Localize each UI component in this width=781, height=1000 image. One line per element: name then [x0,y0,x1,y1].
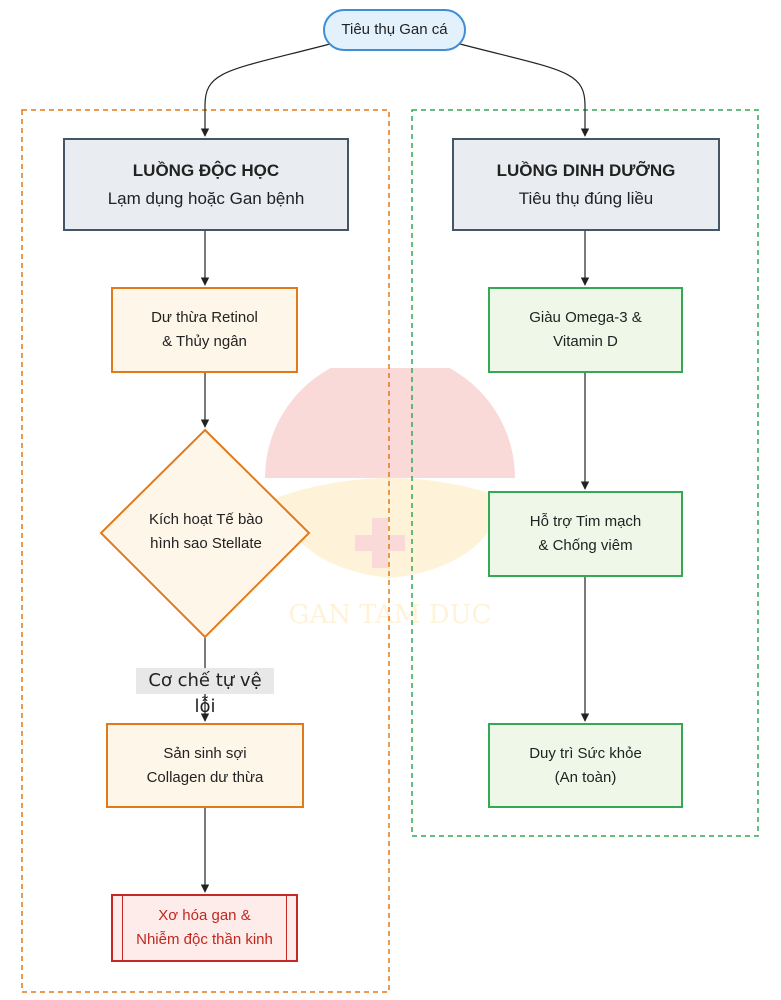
start-node: Tiêu thụ Gan cá [323,9,466,51]
nutrition-step3-line2: (An toàn) [554,768,617,786]
outcome-right-bar [286,896,287,960]
nutrition-step1-line2: Vitamin D [553,333,618,350]
decision-line2: hình sao Stellate [150,535,262,552]
decision-diamond [99,428,311,639]
edge-label-defense: Cơ chế tự vệ lỗi [136,668,274,717]
toxic-header-title: LUỒNG ĐỘC HỌC [132,160,280,180]
edge-start-nutrition [459,43,590,137]
nutrition-step2-line1: Hỗ trợ Tim mạch [529,513,642,530]
nutrition-header-node: LUỒNG DINH DƯỠNG Tiêu thụ đúng liều [452,138,720,231]
toxic-step2-node: Sản sinh sợi Collagen dư thừa [106,723,304,808]
nutrition-header-subtitle: Tiêu thụ đúng liều [518,188,654,208]
nutrition-header-title: LUỒNG DINH DƯỠNG [496,160,676,180]
nutrition-step2-node: Hỗ trợ Tim mạch & Chống viêm [488,491,683,577]
toxic-outcome-line2: Nhiễm độc thần kinh [136,931,273,948]
toxic-step2-line1: Sản sinh sợi [163,744,247,762]
nutrition-step2-line2: & Chống viêm [538,537,633,554]
toxic-step1-line1: Dư thừa Retinol [151,309,258,326]
nutrition-step1-node: Giàu Omega-3 & Vitamin D [488,287,683,373]
toxic-header-subtitle: Lạm dụng hoặc Gan bệnh [107,188,305,208]
decision-line1: Kích hoạt Tế bào [149,511,263,528]
toxic-header-node: LUỒNG ĐỘC HỌC Lạm dụng hoặc Gan bệnh [63,138,349,231]
toxic-outcome-line1: Xơ hóa gan & [158,907,251,924]
nutrition-step1-line1: Giàu Omega-3 & [529,309,642,326]
toxic-step1-node: Dư thừa Retinol & Thủy ngân [111,287,298,373]
nutrition-step3-node: Duy trì Sức khỏe (An toàn) [488,723,683,808]
toxic-step2-line2: Collagen dư thừa [146,768,264,786]
start-node-label: Tiêu thụ Gan cá [341,21,448,38]
toxic-step1-line2: & Thủy ngân [162,333,247,350]
toxic-outcome-node: Xơ hóa gan & Nhiễm độc thần kinh [111,894,298,962]
decision-node-label: Kích hoạt Tế bào hình sao Stellate [116,500,296,564]
outcome-left-bar [122,896,123,960]
nutrition-step3-line1: Duy trì Sức khỏe [529,744,642,762]
edge-start-toxic [200,43,331,137]
